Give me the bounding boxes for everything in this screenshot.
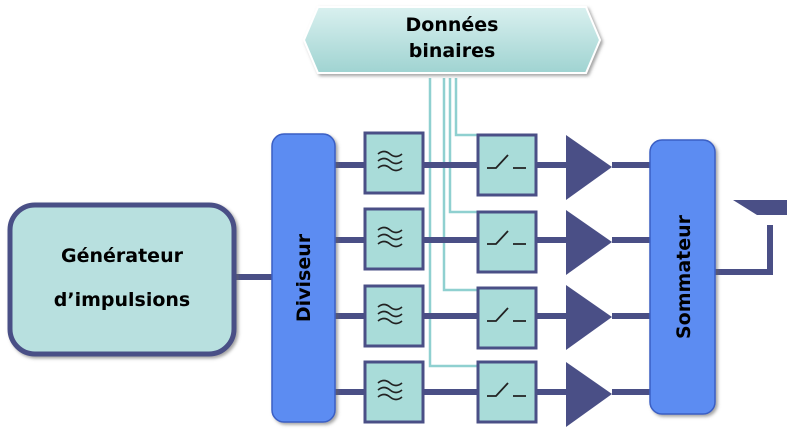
channel-wires <box>335 162 650 395</box>
amplifier-4 <box>566 362 612 427</box>
amplifier-1 <box>566 135 612 200</box>
switch-4 <box>476 360 538 424</box>
switch-1 <box>476 133 538 197</box>
data-box-label-line1: Données <box>406 14 499 36</box>
pulse-generator-block <box>7 202 237 357</box>
switch-icon <box>487 307 526 322</box>
filter-wave-icon <box>377 379 403 401</box>
amplifier-3 <box>566 285 612 350</box>
amplifier-2 <box>566 210 612 275</box>
summer-label: Sommateur <box>673 214 695 339</box>
filter-2 <box>363 207 425 271</box>
summer-block <box>649 139 716 415</box>
divider-block <box>271 133 336 423</box>
channel-4 <box>363 360 612 427</box>
data-box <box>302 6 602 74</box>
filter-wave-icon <box>377 226 403 248</box>
generator-label-line2: d’impulsions <box>54 289 190 311</box>
filter-wave-icon <box>377 150 403 172</box>
wire-summer-antenna <box>715 225 773 275</box>
data-box-label-line2: binaires <box>409 40 496 62</box>
generator-label-line1: Générateur <box>61 245 184 267</box>
filter-1 <box>363 131 425 195</box>
switch-3 <box>476 286 538 350</box>
control-lines <box>428 78 478 368</box>
switch-icon <box>487 230 526 245</box>
switch-icon <box>487 382 526 397</box>
filter-4 <box>363 360 425 424</box>
channel-3 <box>363 284 612 350</box>
switch-icon <box>487 154 526 169</box>
switch-2 <box>476 210 538 274</box>
channel-1 <box>363 131 612 200</box>
filter-wave-icon <box>377 303 403 325</box>
filter-3 <box>363 284 425 348</box>
channel-2 <box>363 207 612 275</box>
divider-label: Diviseur <box>293 233 315 322</box>
antenna-icon <box>733 200 787 215</box>
